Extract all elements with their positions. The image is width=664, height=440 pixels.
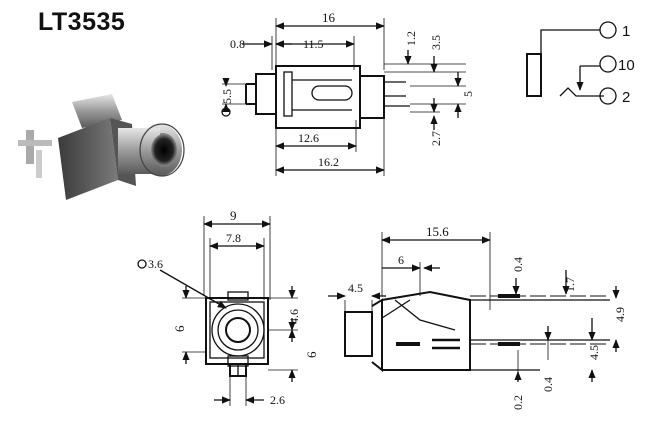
dim-4.9: 4.9 (613, 307, 627, 322)
dim-4.5-top: 4.5 (348, 281, 363, 295)
pin-2-label: 2 (622, 89, 630, 106)
dim-11.5: 11.5 (303, 37, 324, 51)
dim-0.8: 0.8 (230, 37, 245, 51)
dim-9: 9 (230, 208, 237, 223)
side-view: 15.6 6 4.5 0.4 (328, 224, 627, 410)
dim-16: 16 (322, 10, 336, 25)
dim-5: 5 (461, 91, 475, 97)
dim-0.4-top: 0.4 (511, 257, 525, 272)
part-number-title: LT3535 (38, 8, 126, 36)
dim-0.4-bottom: 0.4 (541, 377, 555, 392)
dim-diameter-3.6: 3.6 (148, 257, 163, 271)
dim-6-side: 6 (398, 253, 404, 267)
dim-1.2: 1.2 (404, 31, 418, 46)
dim-3.5: 3.5 (429, 35, 443, 50)
pin-1-label: 1 (622, 23, 630, 40)
dim-4.6: 4.6 (287, 309, 301, 324)
dim-0.2: 0.2 (511, 395, 525, 410)
dim-6-left: 6 (172, 325, 187, 332)
dim-16.2: 16.2 (318, 155, 339, 169)
pin-schematic: 1 10 2 (526, 21, 635, 106)
front-view: 9 7.8 3.6 6 (137, 208, 319, 407)
dim-7.8: 7.8 (226, 231, 241, 245)
dim-12.6: 12.6 (298, 131, 319, 145)
dim-15.6: 15.6 (426, 224, 449, 239)
top-view: 16 0.8 11.5 1.2 3.5 (220, 10, 475, 176)
dim-2.7: 2.7 (429, 131, 443, 146)
dim-diameter-5.5: 5.5 (220, 89, 234, 104)
pin-10-label: 10 (618, 57, 635, 74)
dim-2.6: 2.6 (270, 393, 285, 407)
dim-6-right: 6 (304, 351, 319, 358)
dim-4.5-right: 4.5 (587, 345, 601, 360)
dim-1.7: 1.7 (563, 277, 577, 292)
jack-photo-illustration (18, 94, 185, 200)
